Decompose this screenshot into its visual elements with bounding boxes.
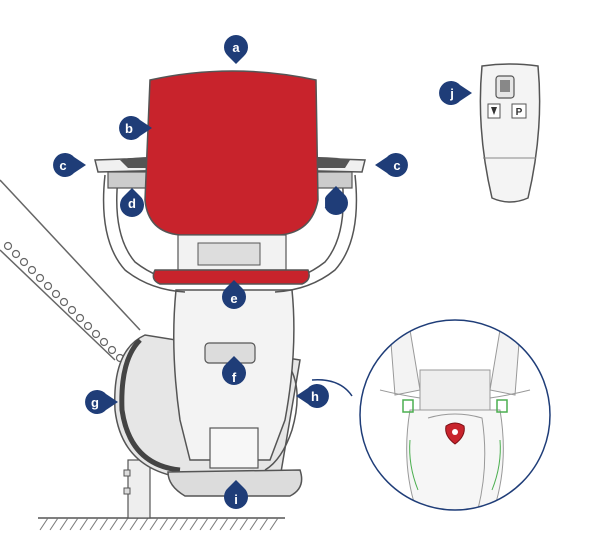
callout-e-label: e xyxy=(230,291,237,306)
callout-c-right-label: c xyxy=(393,158,400,173)
callout-h: h xyxy=(296,383,329,408)
carriage-body xyxy=(114,289,301,479)
callout-f: f xyxy=(221,356,246,385)
floor xyxy=(38,517,285,531)
callout-i-label: i xyxy=(234,492,238,507)
seat-cushion xyxy=(152,269,310,285)
remote-park-label: P xyxy=(516,107,523,118)
detail-magnifier xyxy=(359,319,551,511)
stair-rail xyxy=(0,179,141,363)
seat-post xyxy=(177,234,287,271)
callout-b: b xyxy=(119,116,152,140)
callout-d-left: d xyxy=(120,188,144,217)
remote-control: P xyxy=(479,63,541,203)
callout-c-left: c xyxy=(53,153,86,177)
callout-i: i xyxy=(224,480,249,509)
callout-d-left-label: d xyxy=(128,196,136,211)
callout-b-label: b xyxy=(125,121,133,136)
callout-c-right: c xyxy=(375,153,408,177)
callout-a: a xyxy=(224,35,248,64)
callout-e: e xyxy=(221,280,246,309)
detail-contents xyxy=(379,329,531,510)
callout-g: g xyxy=(85,390,118,414)
callout-h-label: h xyxy=(311,389,319,404)
callout-c-left-label: c xyxy=(59,158,66,173)
callout-j-label: j xyxy=(449,86,454,101)
base-support xyxy=(123,459,151,519)
callout-d-right: d xyxy=(318,186,348,215)
callout-g-label: g xyxy=(91,395,99,410)
callout-f-label: f xyxy=(232,370,237,385)
detail-connector xyxy=(311,379,353,397)
rail-rack-teeth xyxy=(3,241,125,363)
callout-a-label: a xyxy=(232,40,240,55)
seat-back xyxy=(144,70,319,236)
callout-j: j xyxy=(439,81,472,105)
callout-d-right-label: d xyxy=(318,195,326,210)
